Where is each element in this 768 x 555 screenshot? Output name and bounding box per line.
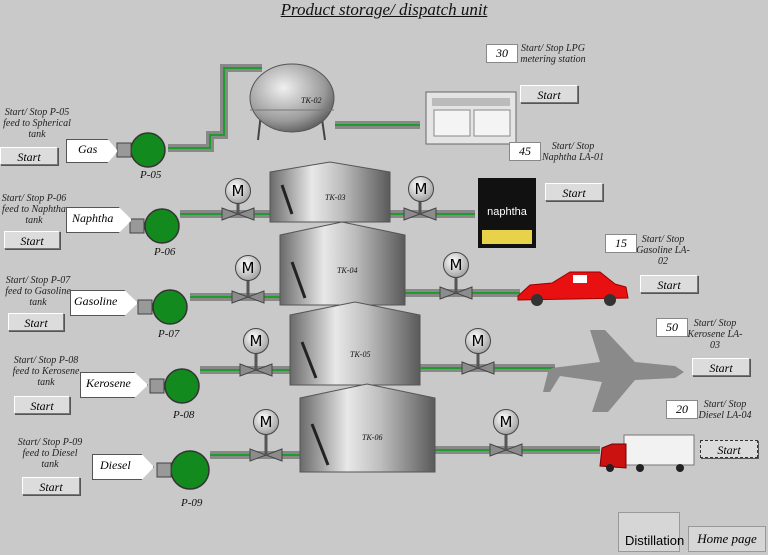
start-p09-button[interactable]: Start: [22, 477, 80, 495]
lpg-station-icon: [425, 91, 517, 145]
motor-icon: M: [253, 409, 279, 435]
product-kerosene-arrow: [80, 372, 148, 398]
motor-icon: M: [493, 409, 519, 435]
product-diesel-label: Diesel: [100, 458, 131, 472]
kerosene-station-description: Start/ Stop Kerosene LA-03: [687, 318, 743, 351]
start-gasoline-station-button[interactable]: Start: [640, 275, 698, 293]
lpg-station-description: Start/ Stop LPG metering station: [520, 43, 586, 65]
product-diesel-arrow: [92, 454, 154, 480]
diesel-station-value: 20: [666, 400, 698, 419]
product-kerosene-label: Kerosene: [86, 376, 131, 390]
tank-label: TK-02: [301, 96, 322, 105]
tank-label: TK-06: [362, 433, 383, 442]
gasoline-station-description: Start/ Stop Gasoline LA-02: [636, 234, 690, 267]
naphtha-station-description: Start/ Stop Naphtha LA-01: [542, 141, 604, 163]
gasoline-station-value: 15: [605, 234, 637, 253]
pump-p08-tag: P-08: [173, 409, 195, 421]
pump-p05-description: Start/ Stop P-05 feed to Spherical tank: [3, 107, 71, 140]
home-page-nav-button[interactable]: Home page: [688, 526, 766, 552]
product-gas-label: Gas: [78, 142, 98, 156]
pump-p05-tag: P-05: [140, 169, 162, 181]
page-title: Product storage/ dispatch unit: [280, 0, 488, 19]
pump-p08-description: Start/ Stop P-08 feed to Kerosene tank: [12, 355, 80, 388]
start-naphtha-station-button[interactable]: Start: [545, 183, 603, 201]
tank-label: TK-05: [350, 350, 371, 359]
tank-label: TK-04: [337, 266, 358, 275]
truck-icon: [599, 434, 695, 472]
tank-label: TK-03: [325, 193, 346, 202]
airplane-icon: [543, 330, 684, 412]
start-p06-button[interactable]: Start: [4, 231, 60, 249]
kerosene-station-value: 50: [656, 318, 688, 337]
pump-p09-tag: P-09: [181, 497, 203, 509]
start-p08-button[interactable]: Start: [14, 396, 70, 414]
tank-tk-02: [249, 63, 335, 141]
motor-icon: M: [465, 328, 491, 354]
motor-icon: M: [235, 255, 261, 281]
product-gas-arrow: [66, 139, 118, 163]
product-gasoline-arrow: [70, 290, 138, 316]
car-icon: [517, 271, 629, 306]
start-diesel-station-button[interactable]: Start: [700, 440, 758, 458]
naphtha-can-icon: [478, 178, 536, 248]
diesel-station-description: Start/ Stop Diesel LA-04: [698, 399, 752, 421]
pump-p09-description: Start/ Stop P-09 feed to Diesel tank: [17, 437, 83, 470]
start-lpg-station-button[interactable]: Start: [520, 85, 578, 103]
start-kerosene-station-button[interactable]: Start: [692, 358, 750, 376]
pump-p07-tag: P-07: [158, 328, 180, 340]
product-gasoline-label: Gasoline: [74, 294, 118, 308]
motor-icon: M: [408, 176, 434, 202]
lpg-station-value: 30: [486, 44, 518, 63]
distillation-nav-button[interactable]: Distillation: [618, 512, 684, 552]
pump-p06-tag: P-06: [154, 246, 176, 258]
pump-p07-description: Start/ Stop P-07 feed to Gasoline tank: [5, 275, 71, 308]
product-naphtha-label: Naphtha: [72, 211, 114, 225]
naphtha-can-label: naphtha: [487, 206, 527, 218]
pump-p06-description: Start/ Stop P-06 feed to Naphtha tank: [1, 193, 67, 226]
motor-icon: M: [243, 328, 269, 354]
motor-icon: M: [443, 252, 469, 278]
start-p07-button[interactable]: Start: [8, 313, 64, 331]
motor-icon: M: [225, 178, 251, 204]
product-naphtha-arrow: [66, 207, 132, 233]
start-p05-button[interactable]: Start: [0, 147, 58, 165]
naphtha-station-value: 45: [509, 142, 541, 161]
